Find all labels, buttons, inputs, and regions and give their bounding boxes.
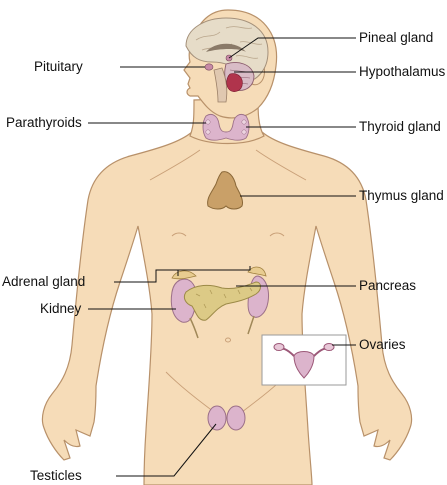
- nipple-right: [269, 232, 285, 237]
- thyroid-gland-icon: [202, 113, 250, 141]
- label-thymus-gland: Thymus gland: [359, 188, 444, 203]
- label-hypothalamus: Hypothalamus: [359, 64, 446, 79]
- leader-testicles: [116, 423, 217, 477]
- clavicle-left: [149, 149, 201, 181]
- ovaries-inset: [261, 334, 347, 386]
- clavicle-right: [255, 149, 307, 181]
- nipple-left: [171, 232, 187, 237]
- adrenal-gland-right-icon: [247, 266, 267, 277]
- label-pancreas: Pancreas: [359, 278, 417, 293]
- testicle-right-icon: [226, 405, 246, 431]
- leader-lines: [88, 37, 356, 477]
- label-parathyroids: Parathyroids: [6, 115, 82, 130]
- parathyroid-icon-3: [241, 119, 247, 125]
- leader-adrenal-gland: [114, 266, 251, 283]
- label-testicles: Testicles: [30, 468, 82, 483]
- label-pineal-gland: Pineal gland: [359, 30, 434, 45]
- pancreas-icon: [183, 281, 261, 321]
- ovary-left-icon: [273, 343, 285, 351]
- leader-pineal-gland: [228, 37, 356, 59]
- parathyroid-icon-2: [205, 129, 211, 135]
- thymus-gland-icon: [207, 171, 243, 210]
- testicles-region: [207, 405, 246, 431]
- label-thyroid-gland: Thyroid gland: [359, 119, 441, 134]
- ureter-right: [247, 315, 255, 335]
- parathyroid-icon-4: [241, 129, 247, 135]
- label-pituitary: Pituitary: [34, 59, 83, 74]
- abdominal-organs: [170, 266, 269, 339]
- ovary-right-icon: [323, 343, 335, 351]
- uterus-icon: [293, 351, 315, 379]
- corpus-callosum: [206, 43, 246, 52]
- ureter-left: [189, 317, 199, 339]
- parathyroid-icon-1: [205, 119, 211, 125]
- brainstem-icon: [213, 67, 228, 103]
- navel: [225, 337, 231, 343]
- testicle-left-icon: [207, 405, 227, 431]
- label-ovaries: Ovaries: [359, 337, 406, 352]
- thyroid-region: [202, 113, 250, 141]
- label-adrenal-gland: Adrenal gland: [2, 274, 86, 289]
- torso-and-limbs: [41, 131, 413, 485]
- pituitary-icon: [204, 63, 214, 71]
- brain-region: [185, 17, 269, 103]
- pancreas-texture: [195, 287, 253, 309]
- hypothalamus-icon: [226, 73, 243, 92]
- label-kidney: Kidney: [40, 301, 82, 316]
